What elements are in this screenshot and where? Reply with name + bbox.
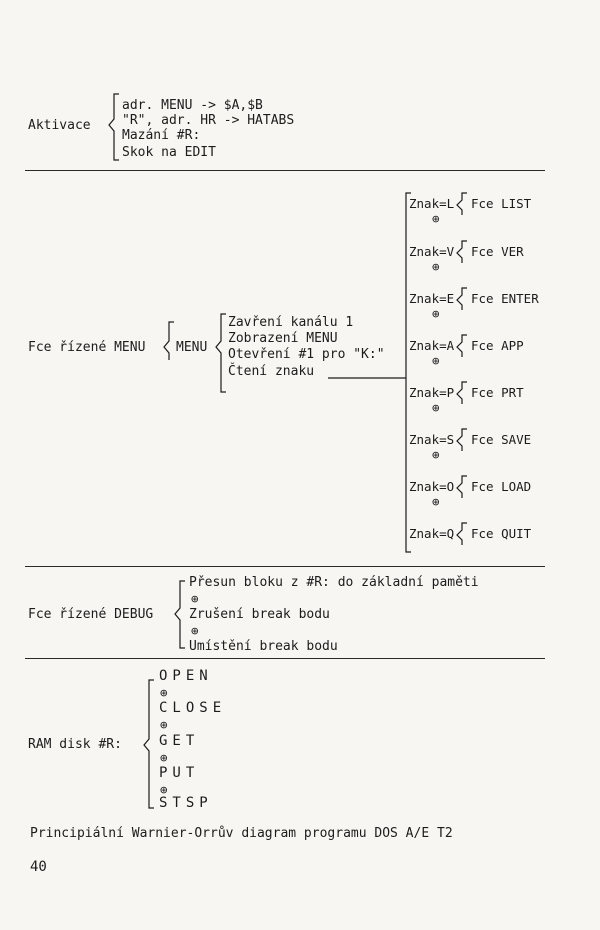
debug-item: Přesun bloku z #R: do základní paměti (189, 575, 479, 590)
page-number: 40 (30, 859, 47, 875)
key-condition: Znak=L (409, 196, 455, 211)
debug-item: Zrušení break bodu (189, 607, 330, 622)
key-condition: Znak=A (409, 338, 455, 353)
xor-symbol: ⊕ (432, 447, 440, 462)
ramdisk-item: CLOSE (159, 700, 227, 716)
key-function: Fce PRT (471, 385, 524, 400)
key-condition: Znak=E (409, 291, 455, 306)
key-function: Fce APP (471, 338, 524, 353)
key-function: Fce VER (471, 244, 524, 259)
menu-item: Čtení znaku (228, 364, 315, 379)
key-condition: Znak=O (409, 479, 455, 494)
key-condition: Znak=P (409, 385, 455, 400)
section-divider (25, 658, 545, 659)
key-condition: Znak=S (409, 432, 455, 447)
figure-caption: Principiální Warnier-Orrův diagram progr… (30, 826, 453, 841)
ramdisk-brace (143, 679, 154, 809)
xor-symbol: ⊕ (432, 400, 440, 415)
menu-inner-brace (215, 313, 226, 393)
key-function: Fce LOAD (471, 479, 532, 494)
aktivace-brace (108, 93, 119, 161)
section-divider (25, 170, 545, 171)
ramdisk-item: GET (159, 733, 200, 749)
xor-symbol: ⊕ (191, 623, 199, 638)
xor-symbol: ⊕ (432, 259, 440, 274)
menu-sub-label: MENU (176, 340, 208, 355)
xor-symbol: ⊕ (160, 782, 168, 797)
debug-item: Umístění break bodu (189, 639, 338, 654)
aktivace-item: adr. MENU -> $A,$B (122, 98, 263, 113)
ramdisk-item: OPEN (159, 668, 213, 684)
menu-outer-brace (163, 321, 174, 360)
menu-label: Fce řízené MENU (28, 340, 146, 355)
ramdisk-label: RAM disk #R: (28, 737, 122, 752)
ramdisk-item: PUT (159, 765, 200, 781)
xor-symbol: ⊕ (432, 211, 440, 226)
key-function: Fce LIST (471, 196, 532, 211)
xor-symbol: ⊕ (191, 591, 199, 606)
key-function: Fce ENTER (471, 291, 539, 306)
xor-symbol: ⊕ (160, 750, 168, 765)
xor-symbol: ⊕ (432, 306, 440, 321)
key-condition: Znak=Q (409, 526, 455, 541)
xor-symbol: ⊕ (160, 685, 168, 700)
xor-symbol: ⊕ (432, 494, 440, 509)
aktivace-item: "R", adr. HR -> HATABS (122, 113, 295, 128)
key-function: Fce SAVE (471, 432, 532, 447)
aktivace-item: Mazání #R: (122, 128, 201, 143)
xor-symbol: ⊕ (160, 717, 168, 732)
ramdisk-item: STSP (159, 795, 213, 811)
key-condition: Znak=V (409, 244, 455, 259)
xor-symbol: ⊕ (432, 353, 440, 368)
aktivace-label: Aktivace (28, 118, 91, 133)
menu-item: Zobrazení MENU (228, 331, 338, 346)
aktivace-item: Skok na EDIT (122, 145, 216, 160)
key-function: Fce QUIT (471, 526, 532, 541)
debug-brace (174, 580, 185, 649)
menu-item: Zavření kanálu 1 (228, 315, 354, 330)
key-brace (405, 192, 411, 553)
section-divider (25, 566, 545, 567)
debug-label: Fce řízené DEBUG (28, 607, 154, 622)
menu-item: Otevření #1 pro "K:" (228, 347, 385, 362)
